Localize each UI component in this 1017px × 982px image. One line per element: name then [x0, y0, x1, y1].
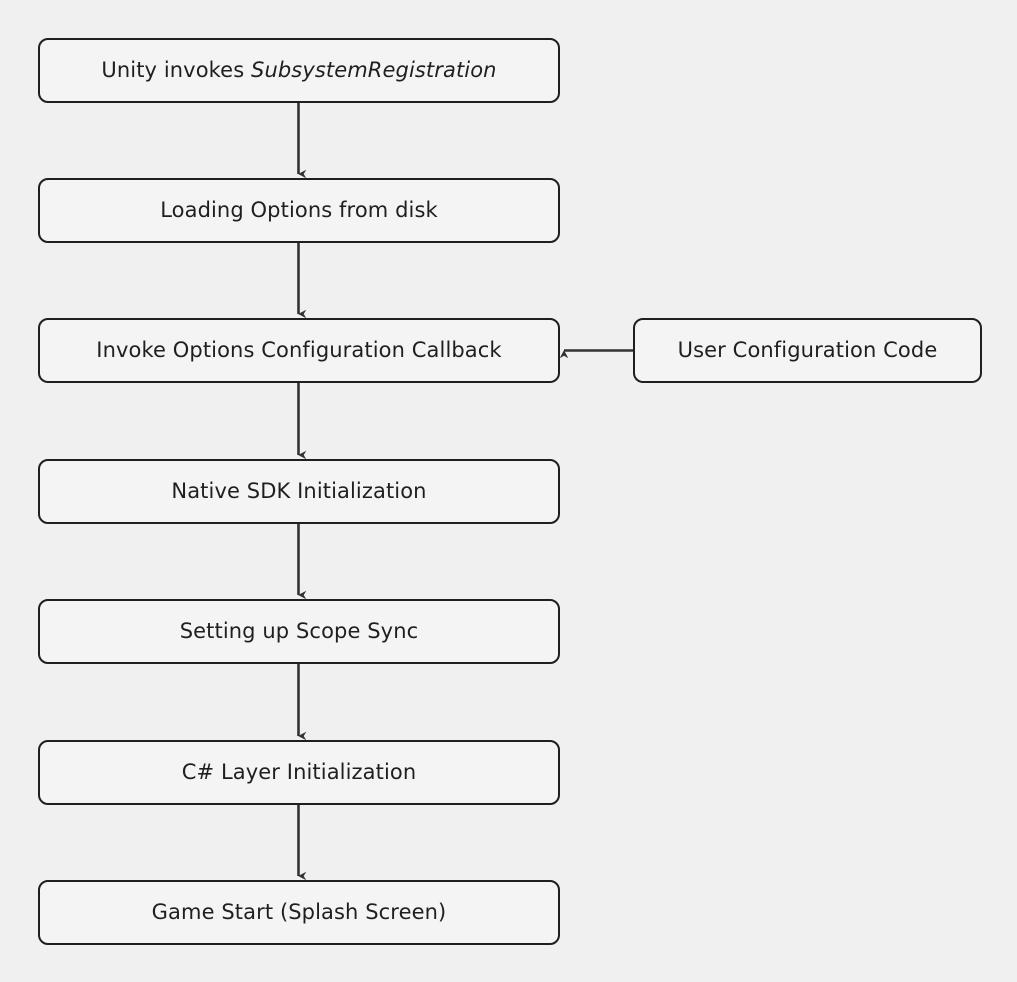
node-native-sdk-initialization[interactable]: Native SDK Initialization	[38, 459, 560, 524]
node-label: Unity invokes SubsystemRegistration	[101, 58, 496, 83]
node-user-configuration-code[interactable]: User Configuration Code	[633, 318, 982, 383]
node-label: User Configuration Code	[677, 337, 938, 362]
node-label: C# Layer Initialization	[181, 759, 417, 784]
node-unity-invokes-subsystemregistration[interactable]: Unity invokes SubsystemRegistration	[38, 38, 560, 103]
node-label: Game Start (Splash Screen)	[151, 899, 447, 924]
node-label: Native SDK Initialization	[171, 478, 427, 503]
node-label-italic: SubsystemRegistration	[251, 57, 497, 82]
node-invoke-options-configuration-callback[interactable]: Invoke Options Configuration Callback	[38, 318, 560, 383]
node-csharp-layer-initialization[interactable]: C# Layer Initialization	[38, 740, 560, 805]
node-setting-up-scope-sync[interactable]: Setting up Scope Sync	[38, 599, 560, 664]
node-label: Loading Options from disk	[160, 197, 438, 222]
node-label-prefix: Unity invokes	[101, 57, 252, 82]
node-loading-options-from-disk[interactable]: Loading Options from disk	[38, 178, 560, 243]
node-label: Setting up Scope Sync	[179, 618, 419, 643]
node-game-start-splash-screen[interactable]: Game Start (Splash Screen)	[38, 880, 560, 945]
node-label: Invoke Options Configuration Callback	[96, 337, 502, 362]
